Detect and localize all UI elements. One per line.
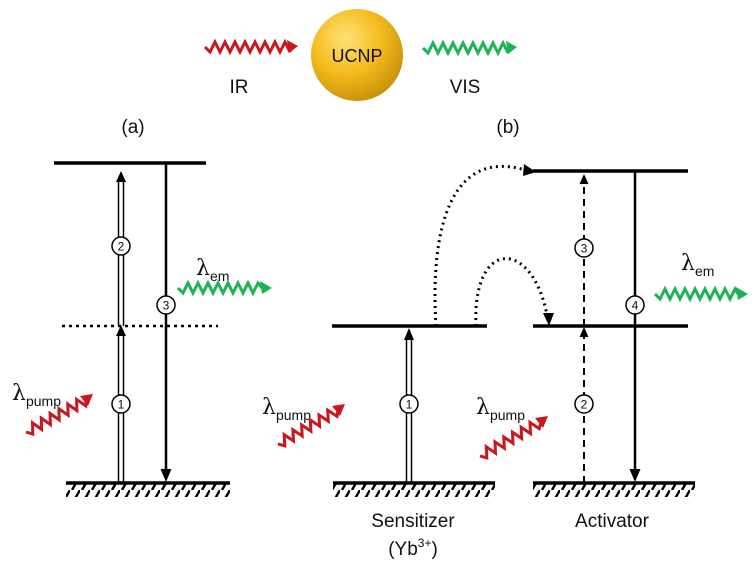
panel-b-label: (b)	[496, 117, 519, 138]
panel-a-step-1: 1	[111, 394, 131, 414]
svg-text:3: 3	[581, 242, 588, 256]
panel-b-step-1: 1	[399, 394, 419, 414]
panel-b-lambda-pump-activator: λpump	[476, 395, 525, 423]
panel-a-lambda-pump: λpump	[12, 381, 61, 409]
activator-label: Activator	[575, 511, 650, 532]
activator-ground-level	[533, 481, 695, 497]
sensitizer-ion-label: (Yb3+)	[388, 536, 438, 560]
panel-b-step-3: 3	[574, 238, 594, 258]
panel-a-vis-wave	[176, 279, 272, 297]
svg-text:1: 1	[118, 398, 125, 412]
svg-text:3: 3	[163, 299, 170, 313]
panel-b-lambda-em: λem	[681, 251, 714, 279]
ir-label: IR	[230, 77, 249, 98]
panel-b-step-2: 2	[574, 394, 594, 414]
sensitizer-ground-level	[333, 481, 495, 497]
panel-b-ir-wave-activator	[479, 416, 548, 460]
ucnp-particle: UCNP	[311, 9, 403, 101]
vis-wave-arrow	[421, 39, 517, 57]
energy-transfer-curve-inner	[474, 257, 554, 327]
ucnp-label: UCNP	[331, 46, 382, 66]
sensitizer-label: Sensitizer	[371, 511, 455, 532]
energy-transfer-curve-outer	[433, 164, 536, 327]
panel-b-ir-wave-sensitizer	[277, 404, 345, 448]
panel-a-step-2: 2	[111, 236, 131, 256]
svg-text:2: 2	[581, 398, 588, 412]
panel-a-ir-wave	[25, 394, 93, 437]
panel-a-step-3: 3	[156, 295, 176, 315]
svg-text:2: 2	[118, 240, 125, 254]
svg-text:4: 4	[632, 299, 639, 313]
panel-a-lambda-em: λem	[196, 256, 229, 284]
svg-text:1: 1	[406, 398, 413, 412]
vis-label: VIS	[450, 77, 481, 98]
panel-a-emission-arrow-3	[160, 163, 172, 482]
panel-a-ground-level	[66, 481, 230, 497]
panel-b-step-4: 4	[625, 295, 645, 315]
panel-b-emission-arrow-4	[629, 171, 641, 482]
panel-b-transfer-arrow-3	[579, 174, 589, 326]
ir-wave-arrow	[203, 38, 298, 56]
panel-a-label: (a)	[121, 117, 144, 138]
panel-b-vis-wave	[653, 285, 748, 303]
panel-b-lambda-pump-sensitizer: λpump	[262, 395, 311, 423]
